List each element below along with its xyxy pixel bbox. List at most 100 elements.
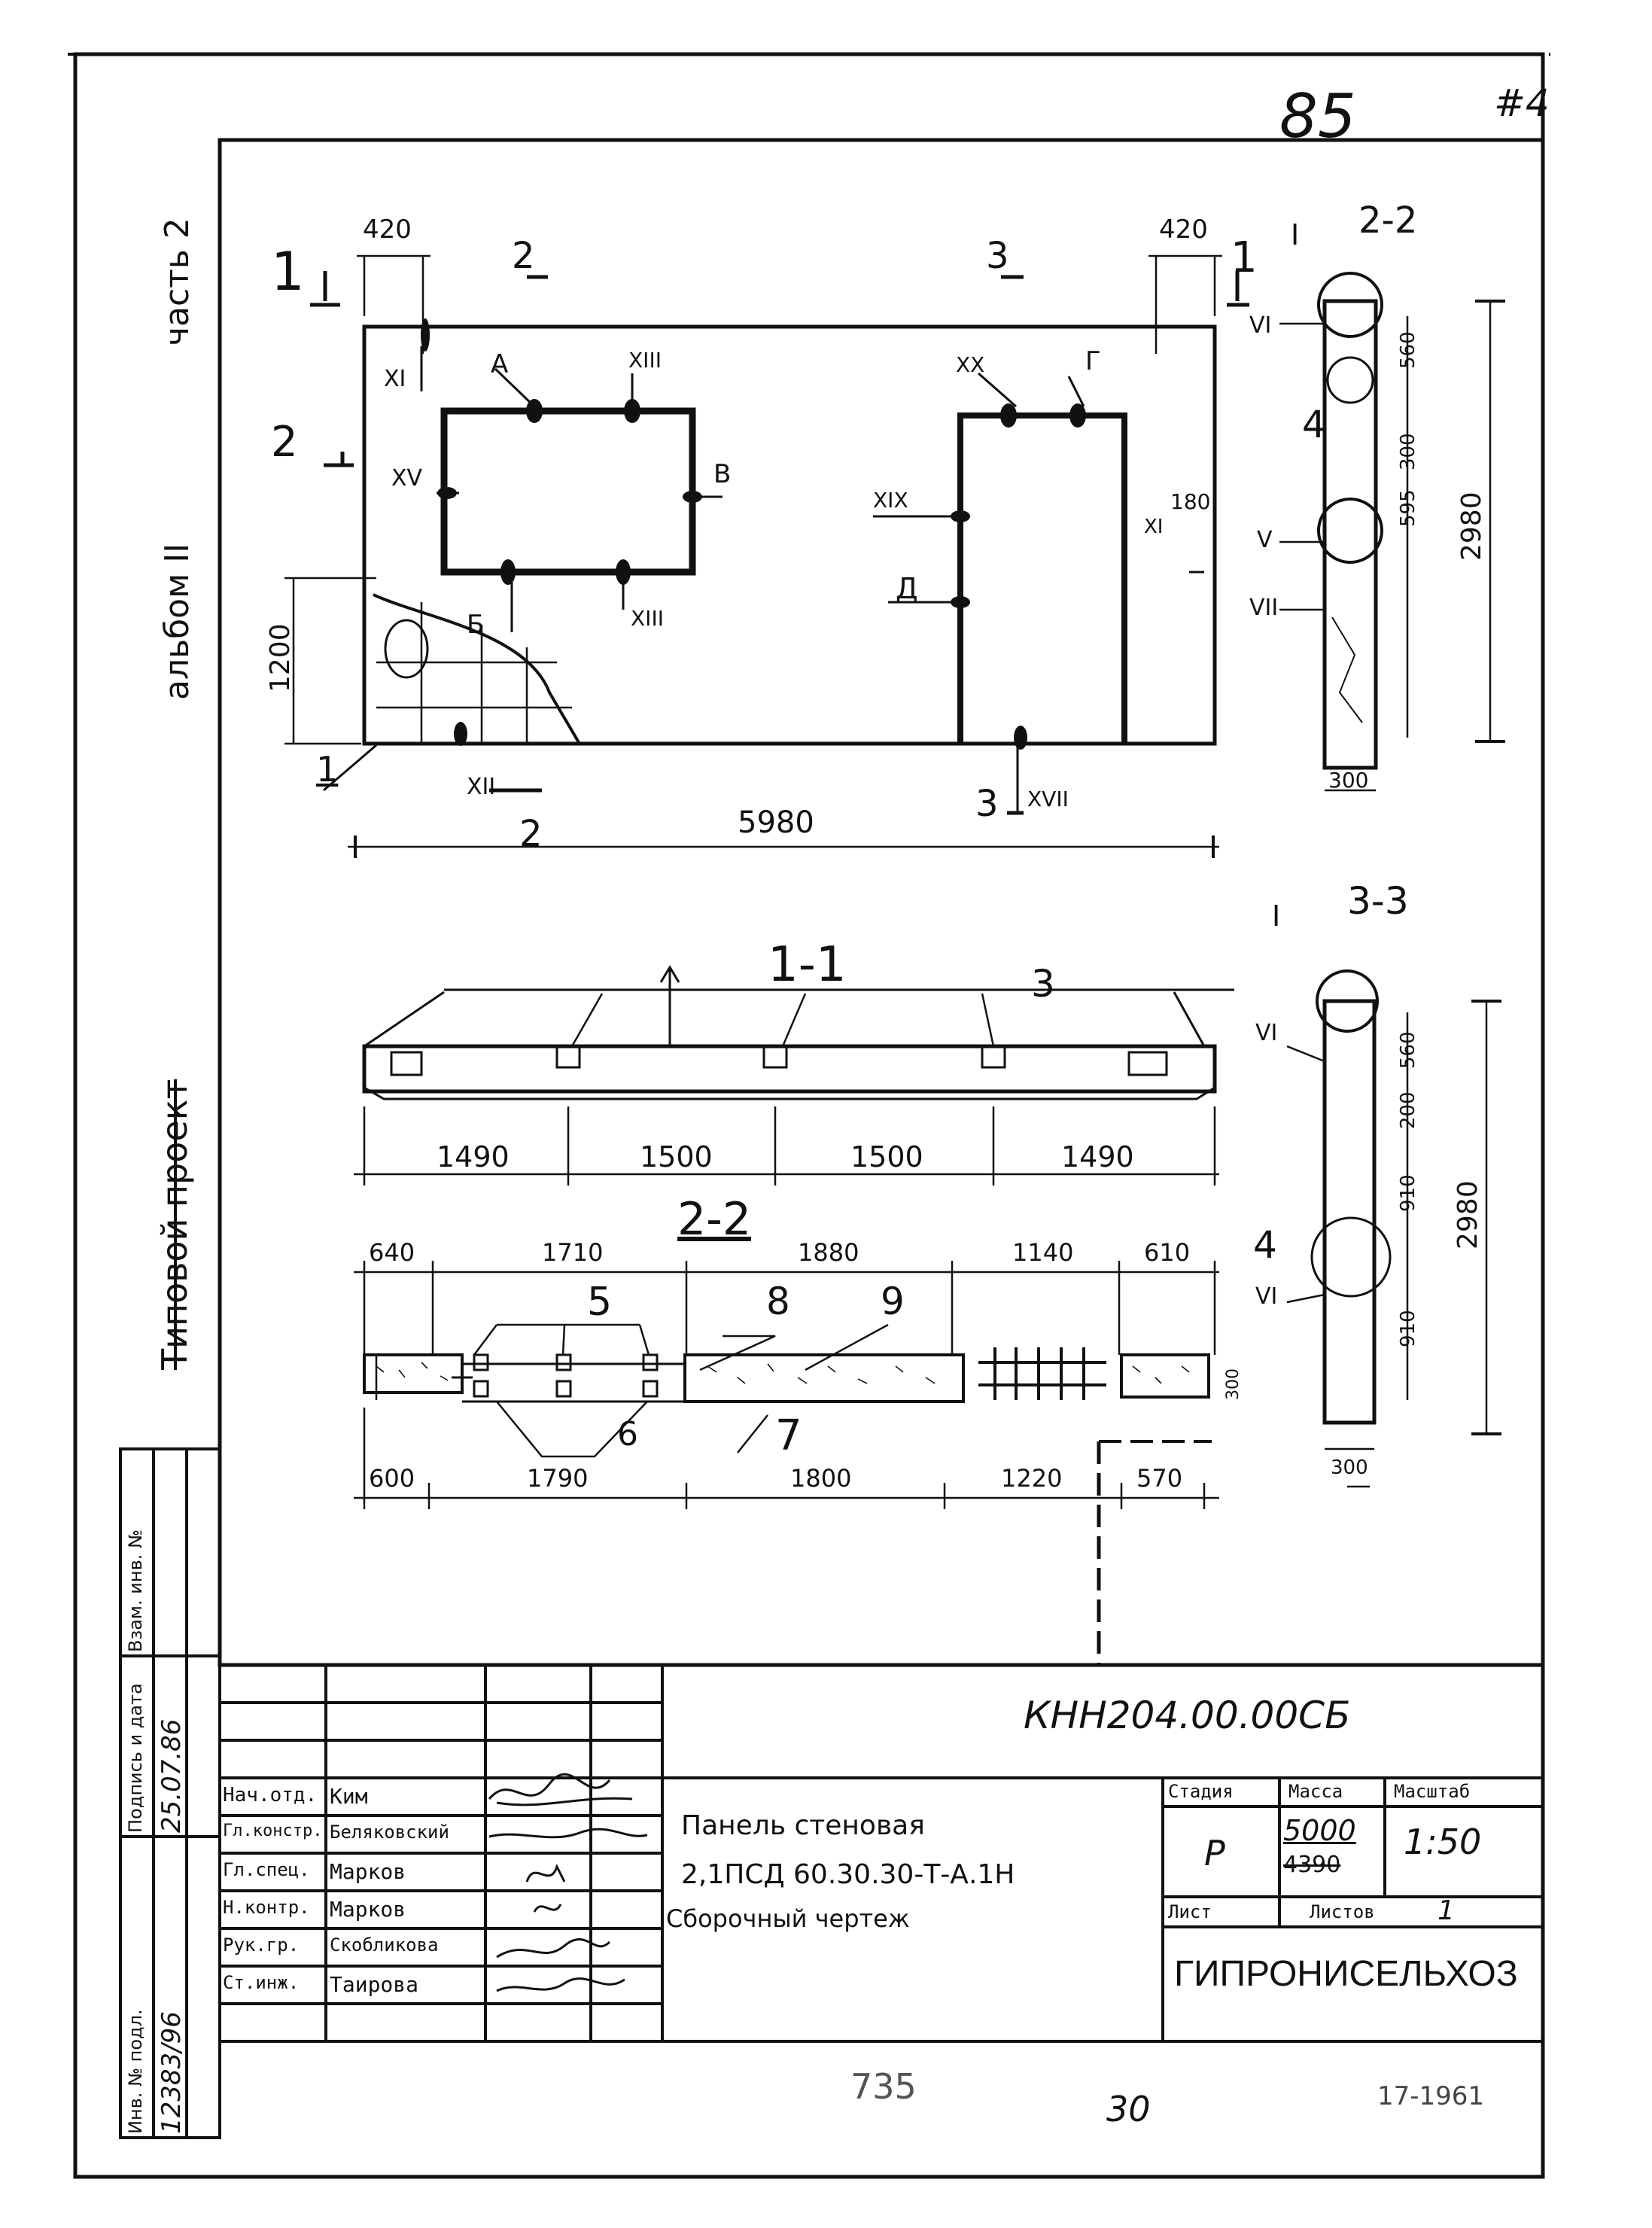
s22-bottom-dim-4: 1220 — [1001, 1464, 1063, 1493]
dim-420-left: 420 — [363, 215, 412, 245]
s22-top-dim-3: 1880 — [798, 1238, 859, 1267]
stamp-replace-label: Взам. инв. № — [125, 1529, 146, 1652]
side22-node-vi: VI — [1249, 312, 1272, 339]
dim-420-right: 420 — [1159, 215, 1208, 245]
node-xvii: XVII — [1027, 787, 1069, 811]
s22-bottom-dim-5: 570 — [1136, 1464, 1183, 1493]
signer-name-1: Ким — [330, 1784, 368, 1809]
s11-dim-1: 1490 — [437, 1140, 510, 1173]
node-xii: XII — [467, 774, 496, 800]
signer-role-2: Гл.констр. — [223, 1822, 323, 1840]
node-xx: XX — [956, 352, 985, 377]
signatures — [488, 1773, 648, 1992]
s33-dim-2980: 2980 — [1453, 1180, 1483, 1249]
node-xix: XIX — [873, 488, 908, 513]
signer-name-4: Марков — [330, 1897, 406, 1922]
sheets-header: Листов — [1310, 1901, 1375, 1922]
s22-bottom-dim-2: 1790 — [527, 1464, 589, 1493]
s33-node-vi-bottom: VI — [1255, 1283, 1278, 1310]
mass-value: 5000 — [1283, 1814, 1356, 1847]
side-label-project: Типовой проект — [154, 1079, 195, 1370]
mass-header: Масса — [1288, 1781, 1343, 1802]
bottom-mark: 735 — [850, 2066, 917, 2107]
s33-node-i: I — [1272, 899, 1281, 933]
signature-2 — [488, 1828, 648, 1839]
mark-g: Г — [1085, 346, 1101, 376]
section-1-1-title: 1-1 — [768, 937, 847, 993]
page-number: 85 — [1279, 81, 1356, 151]
side22-node-v: V — [1257, 527, 1273, 553]
scale-value: 1:50 — [1404, 1822, 1482, 1862]
mark-v: В — [713, 459, 732, 489]
s11-dim-3: 1500 — [850, 1140, 923, 1173]
drawing-name-line3: Сборочный чертеж — [666, 1904, 910, 1933]
s33-dim-200: 200 — [1397, 1091, 1419, 1129]
s22-pos-8: 8 — [766, 1280, 790, 1323]
s22-bottom-dim-3: 1800 — [790, 1464, 852, 1493]
position-1: 1 — [316, 749, 339, 790]
signature-5 — [496, 1938, 611, 1959]
section-3-top: 3 — [986, 235, 1009, 277]
signature-3 — [525, 1864, 566, 1883]
s11-pos-3: 3 — [1031, 962, 1055, 1006]
node-xi-right: XI — [1144, 516, 1164, 538]
side22-pos-4: 4 — [1302, 403, 1326, 446]
signer-role-3: Гл.спец. — [223, 1859, 310, 1880]
dim-1200: 1200 — [265, 623, 296, 692]
stamp-inv-label: Инв. № подл. — [125, 2009, 146, 2134]
node-xiii-bottom: XIII — [631, 606, 664, 631]
signer-name-6: Таирова — [330, 1972, 419, 1997]
drawing-name-line1: Панель стеновая — [681, 1810, 925, 1841]
side22-dim-300: 300 — [1397, 433, 1419, 470]
s22-pos-7: 7 — [775, 1411, 802, 1460]
side-label-album: альбом II — [158, 543, 196, 700]
s22-top-dim-2: 1710 — [542, 1238, 604, 1267]
node-xv: XV — [391, 465, 423, 492]
section-2-2-side-title: 2-2 — [1358, 199, 1418, 242]
mark-b: Б — [467, 610, 485, 640]
s33-pos-4: 4 — [1253, 1223, 1277, 1267]
organization: ГИПРОНИСЕЛЬХОЗ — [1174, 1954, 1518, 1994]
side22-dim-300-bottom: 300 — [1328, 768, 1369, 793]
mark-a: А — [491, 349, 509, 379]
s33-dim-300: 300 — [1331, 1456, 1368, 1479]
stage-value: Р — [1204, 1833, 1225, 1873]
signer-role-1: Нач.отд. — [223, 1784, 318, 1806]
section-2-2-long-title: 2-2 — [677, 1193, 751, 1246]
s22-bottom-dim-1: 600 — [369, 1464, 415, 1493]
s22-top-dim-5: 610 — [1144, 1238, 1191, 1267]
section-2-left: 2 — [271, 418, 298, 467]
section-3-3-title: 3-3 — [1347, 879, 1409, 923]
drawing-code: КНН204.00.00СБ — [1024, 1694, 1351, 1737]
node-xiii-top: XIII — [628, 348, 662, 373]
s22-pos-9: 9 — [881, 1280, 905, 1323]
drawing-name-line2: 2,1ПСД 60.30.30-Т-А.1Н — [681, 1859, 1015, 1890]
s22-top-dim-1: 640 — [369, 1238, 415, 1267]
dim-5980: 5980 — [738, 805, 814, 840]
sheets-value: 1 — [1438, 1895, 1455, 1926]
signature-1 — [488, 1773, 633, 1806]
side22-node-vii: VII — [1249, 595, 1279, 621]
scale-header: Масштаб — [1394, 1781, 1471, 1802]
s22-pos-5: 5 — [587, 1280, 613, 1325]
s22-pos-6: 6 — [617, 1415, 638, 1453]
signer-role-4: Н.контр. — [223, 1897, 310, 1918]
s22-top-dim-4: 1140 — [1012, 1238, 1074, 1267]
signer-name-5: Скобликова — [330, 1934, 439, 1956]
signer-name-3: Марков — [330, 1859, 406, 1884]
side22-dim-595: 595 — [1397, 489, 1419, 527]
side22-dim-2980: 2980 — [1456, 492, 1487, 561]
stage-header: Стадия — [1168, 1781, 1234, 1802]
side22-dim-560: 560 — [1397, 331, 1419, 369]
dim-180: 180 — [1170, 489, 1211, 514]
signer-role-6: Ст.инж. — [223, 1972, 300, 1993]
mark-d: Д — [896, 572, 918, 605]
s33-node-vi: VI — [1255, 1020, 1278, 1046]
signer-name-2: Беляковский — [330, 1822, 449, 1843]
stamp-date-label: Подпись и дата — [125, 1683, 146, 1833]
s33-dim-560: 560 — [1397, 1031, 1419, 1069]
section-3-bottom: 3 — [975, 783, 999, 825]
sheet-header: Лист — [1168, 1901, 1212, 1922]
s11-dim-4: 1490 — [1061, 1140, 1134, 1173]
